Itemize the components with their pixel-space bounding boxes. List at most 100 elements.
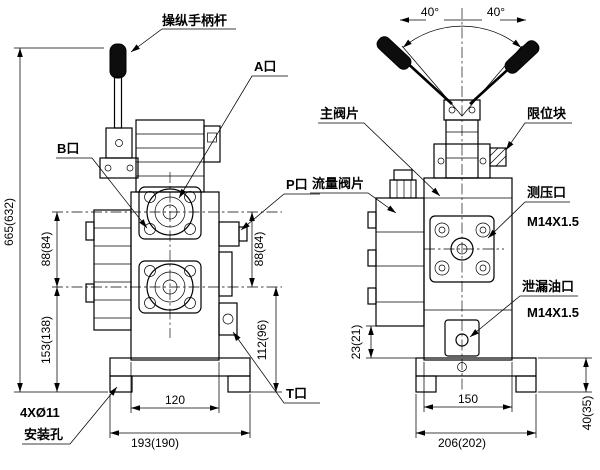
angle-boundary-left: [401, 45, 463, 117]
right-section: [218, 221, 248, 336]
dim-port-spacing-right: 88(84): [252, 232, 266, 267]
dimensions-side: 23(21) 150 206(202) 40(35): [349, 325, 594, 450]
port-a-bore-inner: [154, 196, 186, 228]
base-plate-front: [109, 357, 251, 377]
leader-handle-lever: [130, 28, 236, 53]
angle-arc: [402, 25, 522, 48]
swing-angle: 40° 40°: [400, 5, 526, 117]
bracket-bolt-right: [479, 157, 487, 165]
label-port-t: T口: [286, 386, 307, 401]
bracket-bolt-left: [437, 157, 445, 165]
handle-pin: [115, 139, 123, 147]
leader-leak-port: [469, 295, 578, 338]
handle-bolt-left: [104, 164, 112, 172]
flow-plate-tab: [367, 287, 377, 305]
valve-body-side: [423, 177, 513, 361]
label-port-b: B口: [57, 141, 79, 156]
label-mounting-hole: 安装孔: [24, 427, 63, 442]
flow-plate-tab: [367, 249, 377, 267]
dim-total-height: 665(632): [2, 198, 16, 246]
port-b-bore-inner: [154, 271, 186, 303]
dim-swing-angle-right: 40°: [487, 5, 505, 19]
base-foot-left-side: [415, 375, 437, 393]
handles-side: [376, 36, 540, 121]
callouts-front: 操纵手柄杆 A口 B口 P口 T口 4XØ11 安装孔: [20, 13, 320, 445]
leader-limit-block: [505, 122, 572, 151]
label-pressure-port-thread: M14X1.5: [527, 214, 579, 229]
leader-port-p: [240, 193, 320, 231]
bonnet-step: [203, 125, 221, 163]
port-a-plate: [138, 186, 202, 240]
port-t-block: [218, 302, 238, 336]
dim-base-width: 193(190): [131, 436, 179, 450]
flow-valve-section: [367, 169, 425, 327]
leader-pressure-port: [487, 201, 570, 239]
base-mount-hole: [457, 362, 467, 372]
dimensions-front: 665(632) 88(84) 153(138) 88(84) 112(96) …: [2, 47, 282, 450]
port-a-bolt: [144, 191, 156, 203]
gauge-plate-bolt-core: [438, 264, 446, 272]
leader-port-t: [232, 331, 320, 404]
leak-port-hole: [455, 333, 469, 347]
port-t-hole: [222, 313, 234, 325]
leader-mounting-hole: [22, 386, 118, 445]
limit-block-part: [489, 147, 507, 167]
label-leak-port-thread: M14X1.5: [527, 305, 579, 320]
mounting-base-front: [109, 357, 251, 393]
port-a-flange: [138, 186, 202, 240]
mounting-base-side: [415, 357, 537, 393]
port-b-bolt: [184, 297, 196, 309]
right-mid-block: [218, 251, 233, 297]
dim-swing-angle-left: 40°: [421, 5, 439, 19]
lever-grip-left: [376, 36, 412, 70]
label-handle-lever: 操纵手柄杆: [162, 13, 227, 28]
yoke-pin-right: [468, 106, 476, 114]
dim-body-width: 120: [165, 393, 185, 407]
handle-bracket: [105, 127, 133, 159]
label-leak-port: 泄漏油口: [522, 279, 574, 294]
label-pressure-port: 测压口: [527, 185, 566, 200]
handle-bolt-right: [126, 164, 134, 172]
gauge-plate-bolt-core: [438, 226, 446, 234]
yoke-pin-left: [448, 106, 456, 114]
label-flow-valve-plate: 流量阀片: [312, 176, 364, 191]
port-a-bolt: [144, 223, 156, 235]
dim-lower-height-left: 153(138): [39, 316, 53, 364]
label-port-a: A口: [254, 59, 276, 74]
gauge-plate-bolt: [434, 222, 450, 238]
left-tab-upper: [85, 221, 95, 241]
label-main-valve-plate: 主阀片: [320, 106, 359, 121]
dim-flow-plate-gap: 23(21): [349, 325, 363, 360]
leader-port-b: [56, 157, 148, 229]
base-foot-right: [227, 375, 251, 393]
port-b-bore: [146, 263, 194, 311]
left-section: [85, 209, 132, 331]
front-view: [52, 43, 282, 393]
side-view: 40° 40°: [367, 5, 540, 393]
dim-base-depth: 206(202): [438, 436, 486, 450]
base-foot-left: [109, 375, 133, 393]
dim-body-depth: 150: [458, 392, 478, 406]
valve-bonnet: [135, 119, 221, 193]
left-section-body: [93, 209, 132, 331]
leader-flow-valve-plate: [310, 192, 397, 214]
dim-lower-height-right: 112(96): [255, 320, 269, 360]
gauge-plate-bolt: [475, 222, 491, 238]
gauge-plate-bolt-core: [479, 264, 487, 272]
flow-plate-cap: [393, 169, 413, 181]
leak-port-part: [444, 319, 480, 357]
dim-base-height: 40(35): [580, 396, 594, 431]
label-mounting-hole-spec: 4XØ11: [20, 405, 60, 420]
port-b-flange: [138, 260, 202, 314]
base-plate-side: [415, 357, 537, 377]
left-tab-lower: [85, 283, 95, 303]
bonnet-bolt: [207, 132, 217, 143]
gauge-plate: [424, 215, 504, 283]
port-a-bore: [146, 188, 194, 236]
port-b-bolt: [184, 265, 196, 277]
flow-plate-body: [375, 197, 425, 327]
base-foot-right-side: [515, 375, 537, 393]
lever-left: [403, 59, 453, 105]
leader-main-valve-plate: [318, 122, 441, 197]
